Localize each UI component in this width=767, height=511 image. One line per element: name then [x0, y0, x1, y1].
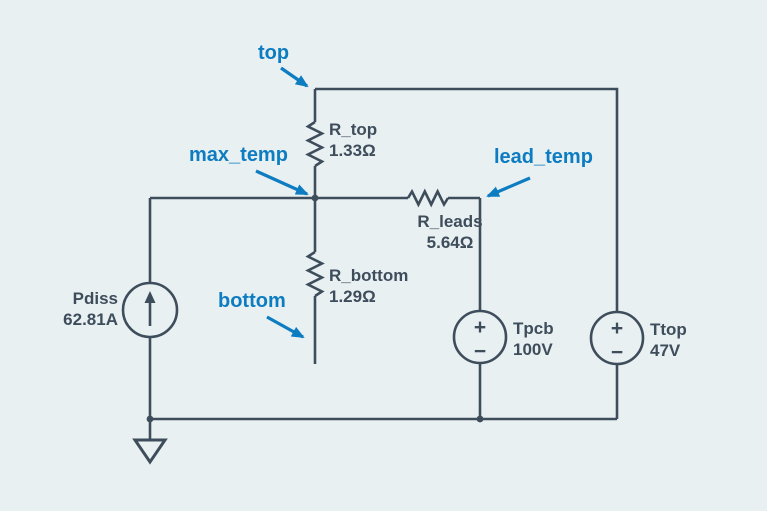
- junction-dot-max-temp: [311, 194, 319, 202]
- node-label-top: top: [258, 42, 290, 64]
- r-bottom-name: R_bottom: [329, 266, 409, 285]
- resistor-zigzag: [305, 250, 325, 298]
- current-source-circle: [121, 281, 179, 339]
- node-label-bottom: bottom: [218, 290, 286, 312]
- voltage-source-circle: [589, 310, 645, 366]
- ttop-plus-sign: +: [611, 317, 623, 340]
- annotation-arrow-bottom: [266, 315, 305, 339]
- pdiss-label: Pdiss 62.81A: [30, 288, 118, 330]
- pdiss-name: Pdiss: [72, 289, 118, 308]
- voltage-source-ttop: + −: [589, 310, 645, 366]
- r-top-value: 1.33Ω: [329, 141, 376, 160]
- r-leads-label: R_leads 5.64Ω: [405, 211, 495, 253]
- node-label-max-temp: max_temp: [189, 144, 288, 166]
- junction-dot-tpcb: [476, 415, 484, 423]
- tpcb-name: Tpcb: [513, 319, 554, 338]
- r-bottom-label: R_bottom 1.29Ω: [329, 265, 408, 307]
- r-top-label: R_top 1.33Ω: [329, 119, 377, 161]
- resistor-zigzag: [305, 120, 325, 168]
- tpcb-value: 100V: [513, 340, 553, 359]
- r-top-name: R_top: [329, 120, 378, 139]
- annotation-arrow-top: [280, 66, 309, 88]
- wire-top-rail: [315, 87, 619, 419]
- ground-symbol: [132, 419, 168, 465]
- r-leads-name: R_leads: [417, 212, 483, 231]
- resistor-r-bottom: [305, 198, 325, 364]
- tpcb-plus-sign: +: [474, 316, 486, 339]
- resistor-r-leads: [150, 188, 480, 208]
- current-source-pdiss: [121, 198, 179, 419]
- voltage-source-circle: [452, 309, 508, 365]
- tpcb-label: Tpcb 100V: [513, 318, 554, 360]
- annotation-arrow-max-temp: [255, 169, 309, 196]
- resistor-r-top: [305, 89, 325, 198]
- annotation-arrow-lead-temp: [486, 176, 531, 198]
- r-bottom-value: 1.29Ω: [329, 287, 376, 306]
- ttop-minus-sign: −: [611, 341, 623, 364]
- resistor-zigzag: [406, 188, 450, 208]
- ttop-name: Ttop: [650, 320, 687, 339]
- ttop-value: 47V: [650, 341, 681, 360]
- r-leads-value: 5.64Ω: [426, 233, 474, 252]
- current-arrow-head: [144, 291, 156, 303]
- ttop-label: Ttop 47V: [650, 319, 687, 361]
- node-label-lead-temp: lead_temp: [494, 146, 593, 168]
- voltage-source-tpcb: + −: [452, 198, 508, 419]
- tpcb-minus-sign: −: [474, 340, 486, 363]
- pdiss-value: 62.81A: [63, 310, 118, 329]
